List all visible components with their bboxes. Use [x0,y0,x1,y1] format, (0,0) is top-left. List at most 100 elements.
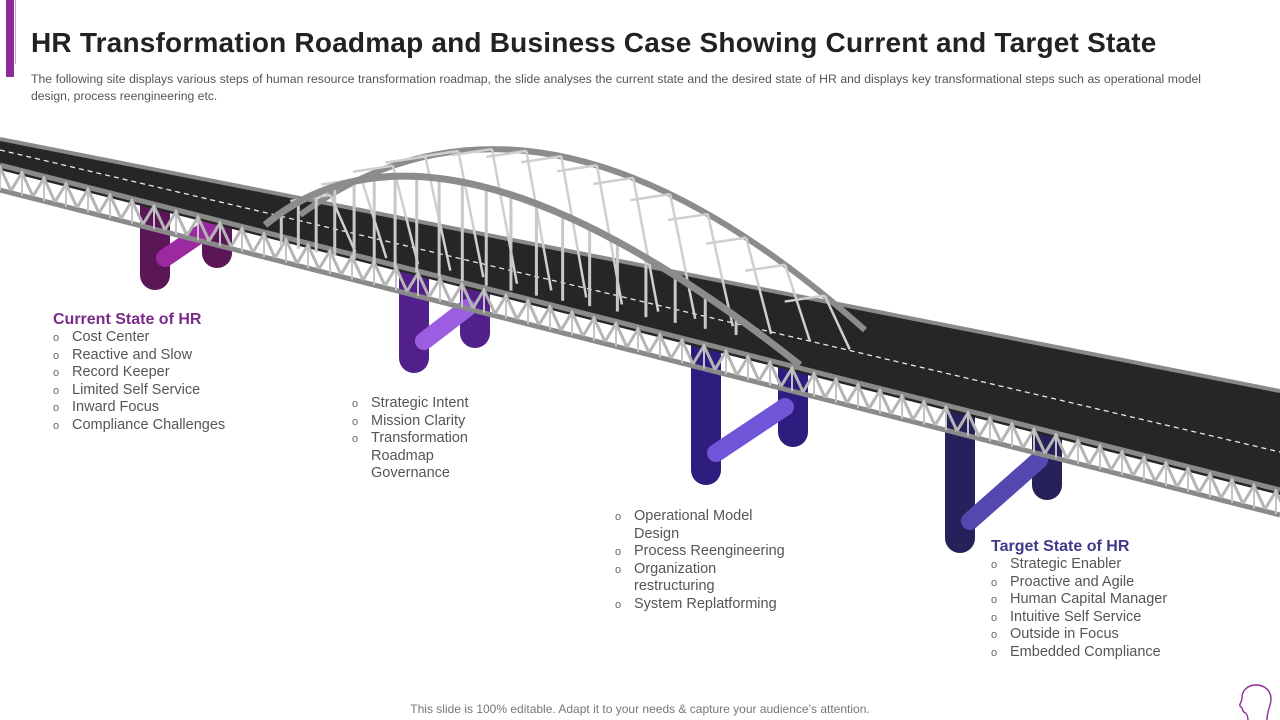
truss-diagonal [999,423,1014,443]
lattice-brace [593,176,634,186]
truss-diagonal [108,194,123,220]
truss-diagonal [757,361,772,382]
lattice-brace [705,236,747,245]
truss-diagonal [350,255,365,281]
truss-diagonal [977,417,992,438]
truss-diagonal [724,350,739,376]
lattice-brace [525,150,553,291]
truss-diagonal [1219,479,1234,499]
truss-diagonal [966,412,981,438]
truss-diagonal [306,244,321,270]
truss-diagonal [97,194,112,214]
truss-diagonal [31,177,46,198]
footer-note: This slide is 100% editable. Adapt it to… [410,702,870,716]
truss-diagonal [1186,468,1201,494]
lattice-brace [418,149,459,159]
truss-diagonal [1098,445,1113,471]
truss-diagonal [317,250,332,270]
truss-diagonal [328,250,343,276]
lattice-brace [667,212,708,222]
truss-diagonal [702,345,717,371]
truss-diagonal [229,227,244,248]
truss-diagonal [823,378,838,399]
truss-diagonal [713,350,728,371]
truss-diagonal [207,222,222,242]
lattice-brace [783,264,812,342]
lattice-brace [521,155,562,164]
truss-diagonal [1164,462,1179,488]
lattice-brace [556,164,598,173]
lattice-brace [457,150,485,278]
step-2-block: Operational Model Design Process Reengin… [615,508,805,614]
truss-diagonal [570,311,585,337]
truss-diagonal [647,333,662,354]
hangers [279,179,770,343]
truss-diagonal [0,166,13,192]
truss-diagonal [273,238,288,259]
truss-diagonal [471,289,486,309]
truss-diagonal [548,306,563,332]
truss-bottom-rail [0,187,1280,518]
truss-diagonal [900,395,915,421]
truss-diagonal [405,272,420,293]
truss-diagonal [658,333,673,360]
list-item: Compliance Challenges [53,417,225,435]
truss-diagonal [988,417,1003,443]
truss-diagonal [911,400,926,421]
lattice-brace [784,294,825,303]
lattice-brace [668,193,697,320]
truss-diagonal [42,177,57,203]
truss-diagonal [834,378,849,404]
step-2-list: Operational Model Design Process Reengin… [615,508,805,614]
list-item: Strategic Intent [352,395,492,413]
list-item: Limited Self Service [53,382,225,400]
truss-diagonal [119,199,134,220]
truss-diagonal [427,277,442,298]
truss-diagonal [944,406,959,432]
lattice-brace [490,148,519,285]
truss-diagonal [1252,484,1267,510]
road-edge-top [0,137,1280,393]
slide-subtitle: The following site displays various step… [31,72,1201,103]
truss-diagonal [1109,451,1124,471]
truss-diagonal [141,205,156,226]
truss-diagonal [515,300,530,321]
truss-diagonal [1230,479,1245,505]
truss-diagonal [691,344,706,365]
truss-diagonal [922,400,937,427]
truss-diagonal [339,255,354,276]
slide-title: HR Transformation Roadmap and Business C… [31,27,1157,58]
truss-diagonal [262,233,277,259]
lattice-brace [560,156,588,298]
pillar-crossbeam [707,398,794,462]
truss-diagonal [86,188,101,214]
truss-diagonal [174,211,189,237]
truss-diagonal [196,216,211,242]
target-state-block: Target State of HR Strategic Enabler Pro… [991,537,1167,662]
list-item: Organization restructuring [615,561,744,596]
truss-diagonal [460,283,475,309]
truss-diagonal [955,412,970,432]
truss-diagonal [372,261,387,287]
truss-diagonal [537,305,552,326]
truss-top-rail [0,162,1280,493]
truss-diagonal [779,367,794,388]
list-item: System Replatforming [615,596,805,614]
truss-diagonal [933,406,948,427]
lattice-brace [744,237,773,335]
list-item: Strategic Enabler [991,556,1167,574]
truss-diagonal [1142,456,1157,482]
list-item: Reactive and Slow [53,347,225,365]
truss-diagonal [284,238,299,265]
truss-diagonal [1263,490,1278,510]
list-item: Outside in Focus [991,626,1167,644]
list-item: Transformation Roadmap Governance [352,430,492,483]
truss-diagonal [559,311,574,332]
truss [0,162,1280,518]
road-center-dash [0,149,1280,453]
truss-diagonal [1274,490,1280,504]
truss-diagonal [75,188,90,209]
truss-diagonal [251,233,266,254]
truss-diagonal [669,339,684,360]
